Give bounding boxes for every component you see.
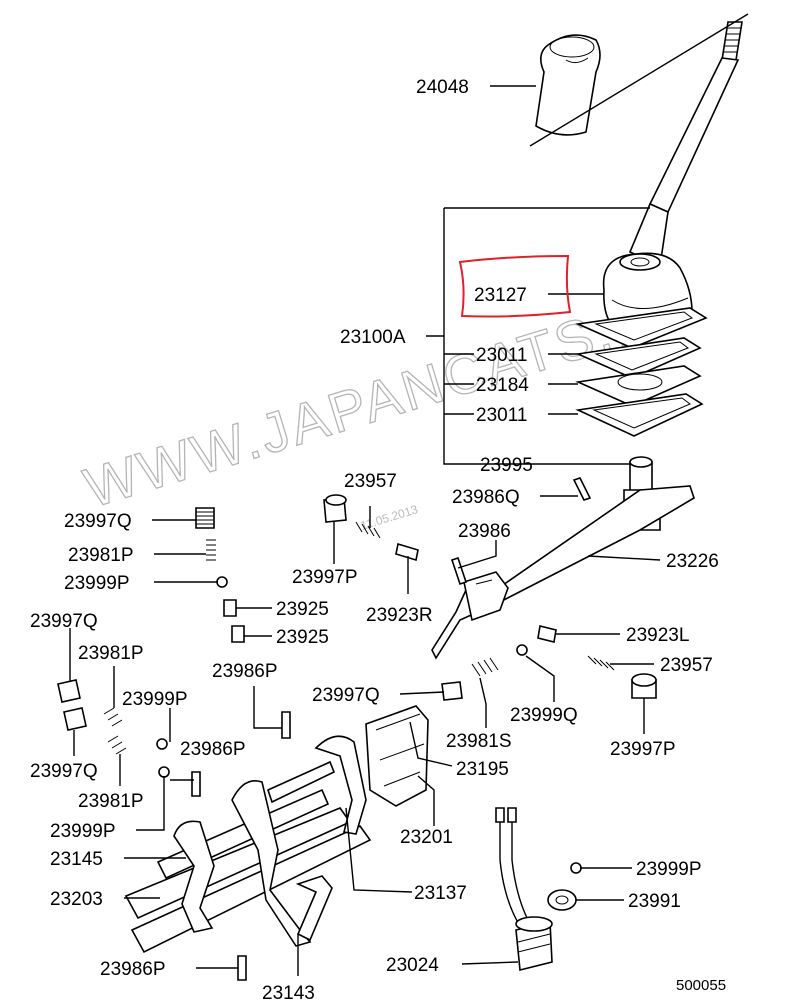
part-label-23997P[interactable]: 23997P — [610, 739, 676, 760]
part-label-23127[interactable]: 23127 — [474, 285, 527, 306]
part-label-23997Q[interactable]: 23997Q — [64, 511, 132, 532]
part-label-23957[interactable]: 23957 — [344, 471, 397, 492]
gasket-plates — [575, 307, 708, 437]
shift-fork-assembly — [124, 705, 429, 954]
part-labels[interactable]: 24048 23127 23100A 23011 23184 23011 239… — [30, 77, 719, 1004]
part-label-23999P[interactable]: 23999P — [50, 821, 116, 842]
part-label-23024[interactable]: 23024 — [386, 955, 439, 976]
part-label-23997Q[interactable]: 23997Q — [312, 685, 380, 706]
part-label-23923L[interactable]: 23923L — [626, 625, 689, 646]
part-label-23999P[interactable]: 23999P — [64, 573, 130, 594]
small-parts-upper — [195, 494, 468, 643]
part-label-23997P[interactable]: 23997P — [292, 567, 358, 588]
parts-drawing — [57, 21, 743, 981]
part-label-23986P[interactable]: 23986P — [212, 661, 278, 682]
pin-23986Q — [572, 477, 592, 501]
part-label-23143[interactable]: 23143 — [262, 983, 315, 1004]
part-label-23203[interactable]: 23203 — [50, 889, 103, 910]
part-label-23145[interactable]: 23145 — [50, 849, 103, 870]
part-label-23997Q[interactable]: 23997Q — [30, 611, 98, 632]
part-label-23184[interactable]: 23184 — [476, 375, 529, 396]
part-label-23986P[interactable]: 23986P — [100, 959, 166, 980]
part-label-23999P[interactable]: 23999P — [636, 859, 702, 880]
part-label-23195[interactable]: 23195 — [456, 759, 509, 780]
catalog-number: 500055 — [676, 977, 726, 994]
part-label-23991[interactable]: 23991 — [628, 891, 681, 912]
part-label-23981P[interactable]: 23981P — [68, 545, 134, 566]
part-label-23986[interactable]: 23986 — [458, 521, 511, 542]
part-label-23011[interactable]: 23011 — [476, 405, 527, 426]
part-label-23957[interactable]: 23957 — [660, 655, 713, 676]
small-parts-mid — [441, 625, 657, 701]
leader-lines — [69, 13, 749, 976]
watermark-date: 11.05.2013 — [359, 502, 420, 533]
part-label-23981S[interactable]: 23981S — [446, 731, 512, 752]
part-label-23201[interactable]: 23201 — [400, 827, 453, 848]
part-label-23137[interactable]: 23137 — [414, 883, 467, 904]
shift-rod-23226 — [431, 456, 695, 660]
part-label-23999Q[interactable]: 23999Q — [510, 705, 578, 726]
part-label-23011[interactable]: 23011 — [476, 345, 527, 366]
part-label-23981P[interactable]: 23981P — [78, 643, 144, 664]
switch-parts — [495, 807, 582, 972]
shift-lever — [628, 21, 743, 268]
part-label-23925[interactable]: 23925 — [276, 627, 329, 648]
part-label-23999P[interactable]: 23999P — [122, 689, 188, 710]
part-label-23986Q[interactable]: 23986Q — [452, 487, 520, 508]
shift-knob-24048 — [535, 34, 601, 136]
part-label-23100A[interactable]: 23100A — [340, 327, 406, 348]
part-label-23923R[interactable]: 23923R — [366, 605, 433, 626]
highlight-box-23127 — [458, 254, 572, 318]
part-label-23925[interactable]: 23925 — [276, 599, 329, 620]
part-label-24048[interactable]: 24048 — [416, 77, 469, 98]
part-label-23986P[interactable]: 23986P — [180, 739, 246, 760]
part-label-23995[interactable]: 23995 — [480, 455, 533, 476]
part-label-23226[interactable]: 23226 — [666, 551, 719, 572]
part-label-23981P[interactable]: 23981P — [78, 791, 144, 812]
small-parts-left — [57, 679, 291, 981]
part-label-23997Q[interactable]: 23997Q — [30, 761, 98, 782]
